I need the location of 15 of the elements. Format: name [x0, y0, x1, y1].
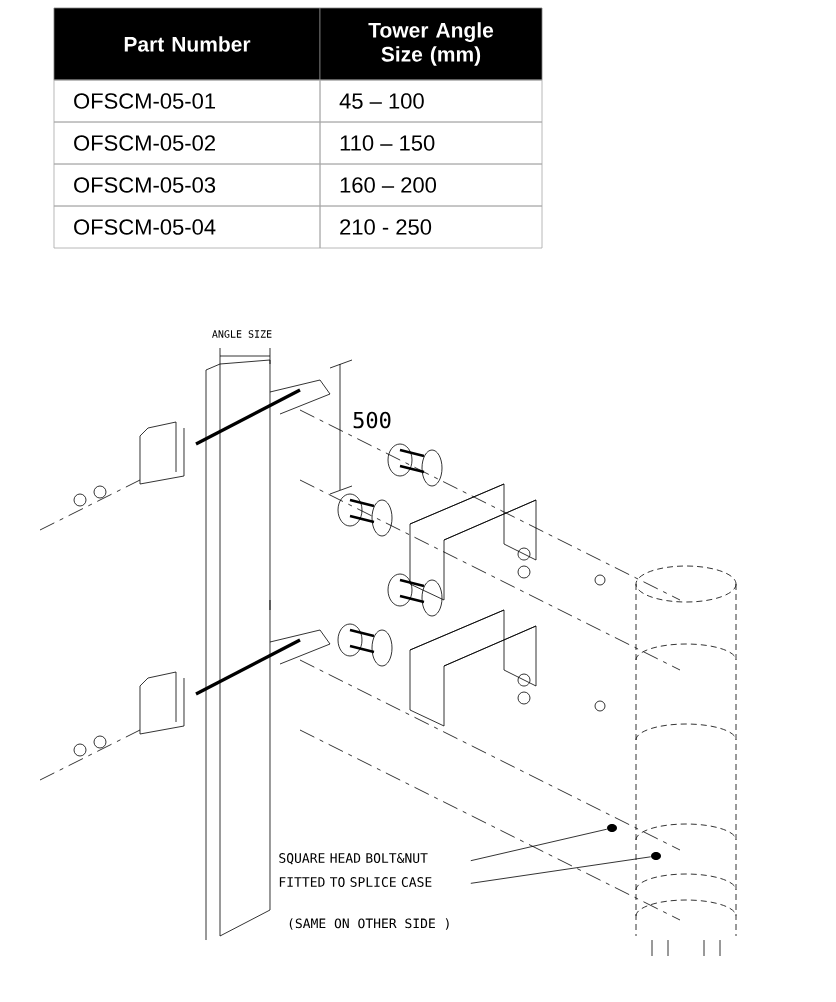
table-cell: OFSCM-05-02 [53, 121, 321, 165]
header-cell: Tower Angle Size (mm) [319, 7, 543, 81]
table-cell: 45 – 100 [319, 79, 543, 123]
header-cell: Part Number [53, 7, 321, 81]
drawing-label: 500 [353, 411, 391, 429]
table-cell: 160 – 200 [319, 163, 543, 207]
table-cell: 110 – 150 [319, 121, 543, 165]
table-cell: OFSCM-05-03 [53, 163, 321, 207]
bolt-head [607, 824, 617, 832]
table-cell: 210 - 250 [319, 205, 543, 249]
table-cell: OFSCM-05-04 [53, 205, 321, 249]
bolt-head [651, 852, 661, 860]
leader-line [470, 856, 652, 884]
leader-line [470, 828, 608, 862]
table-cell: OFSCM-05-01 [53, 79, 321, 123]
